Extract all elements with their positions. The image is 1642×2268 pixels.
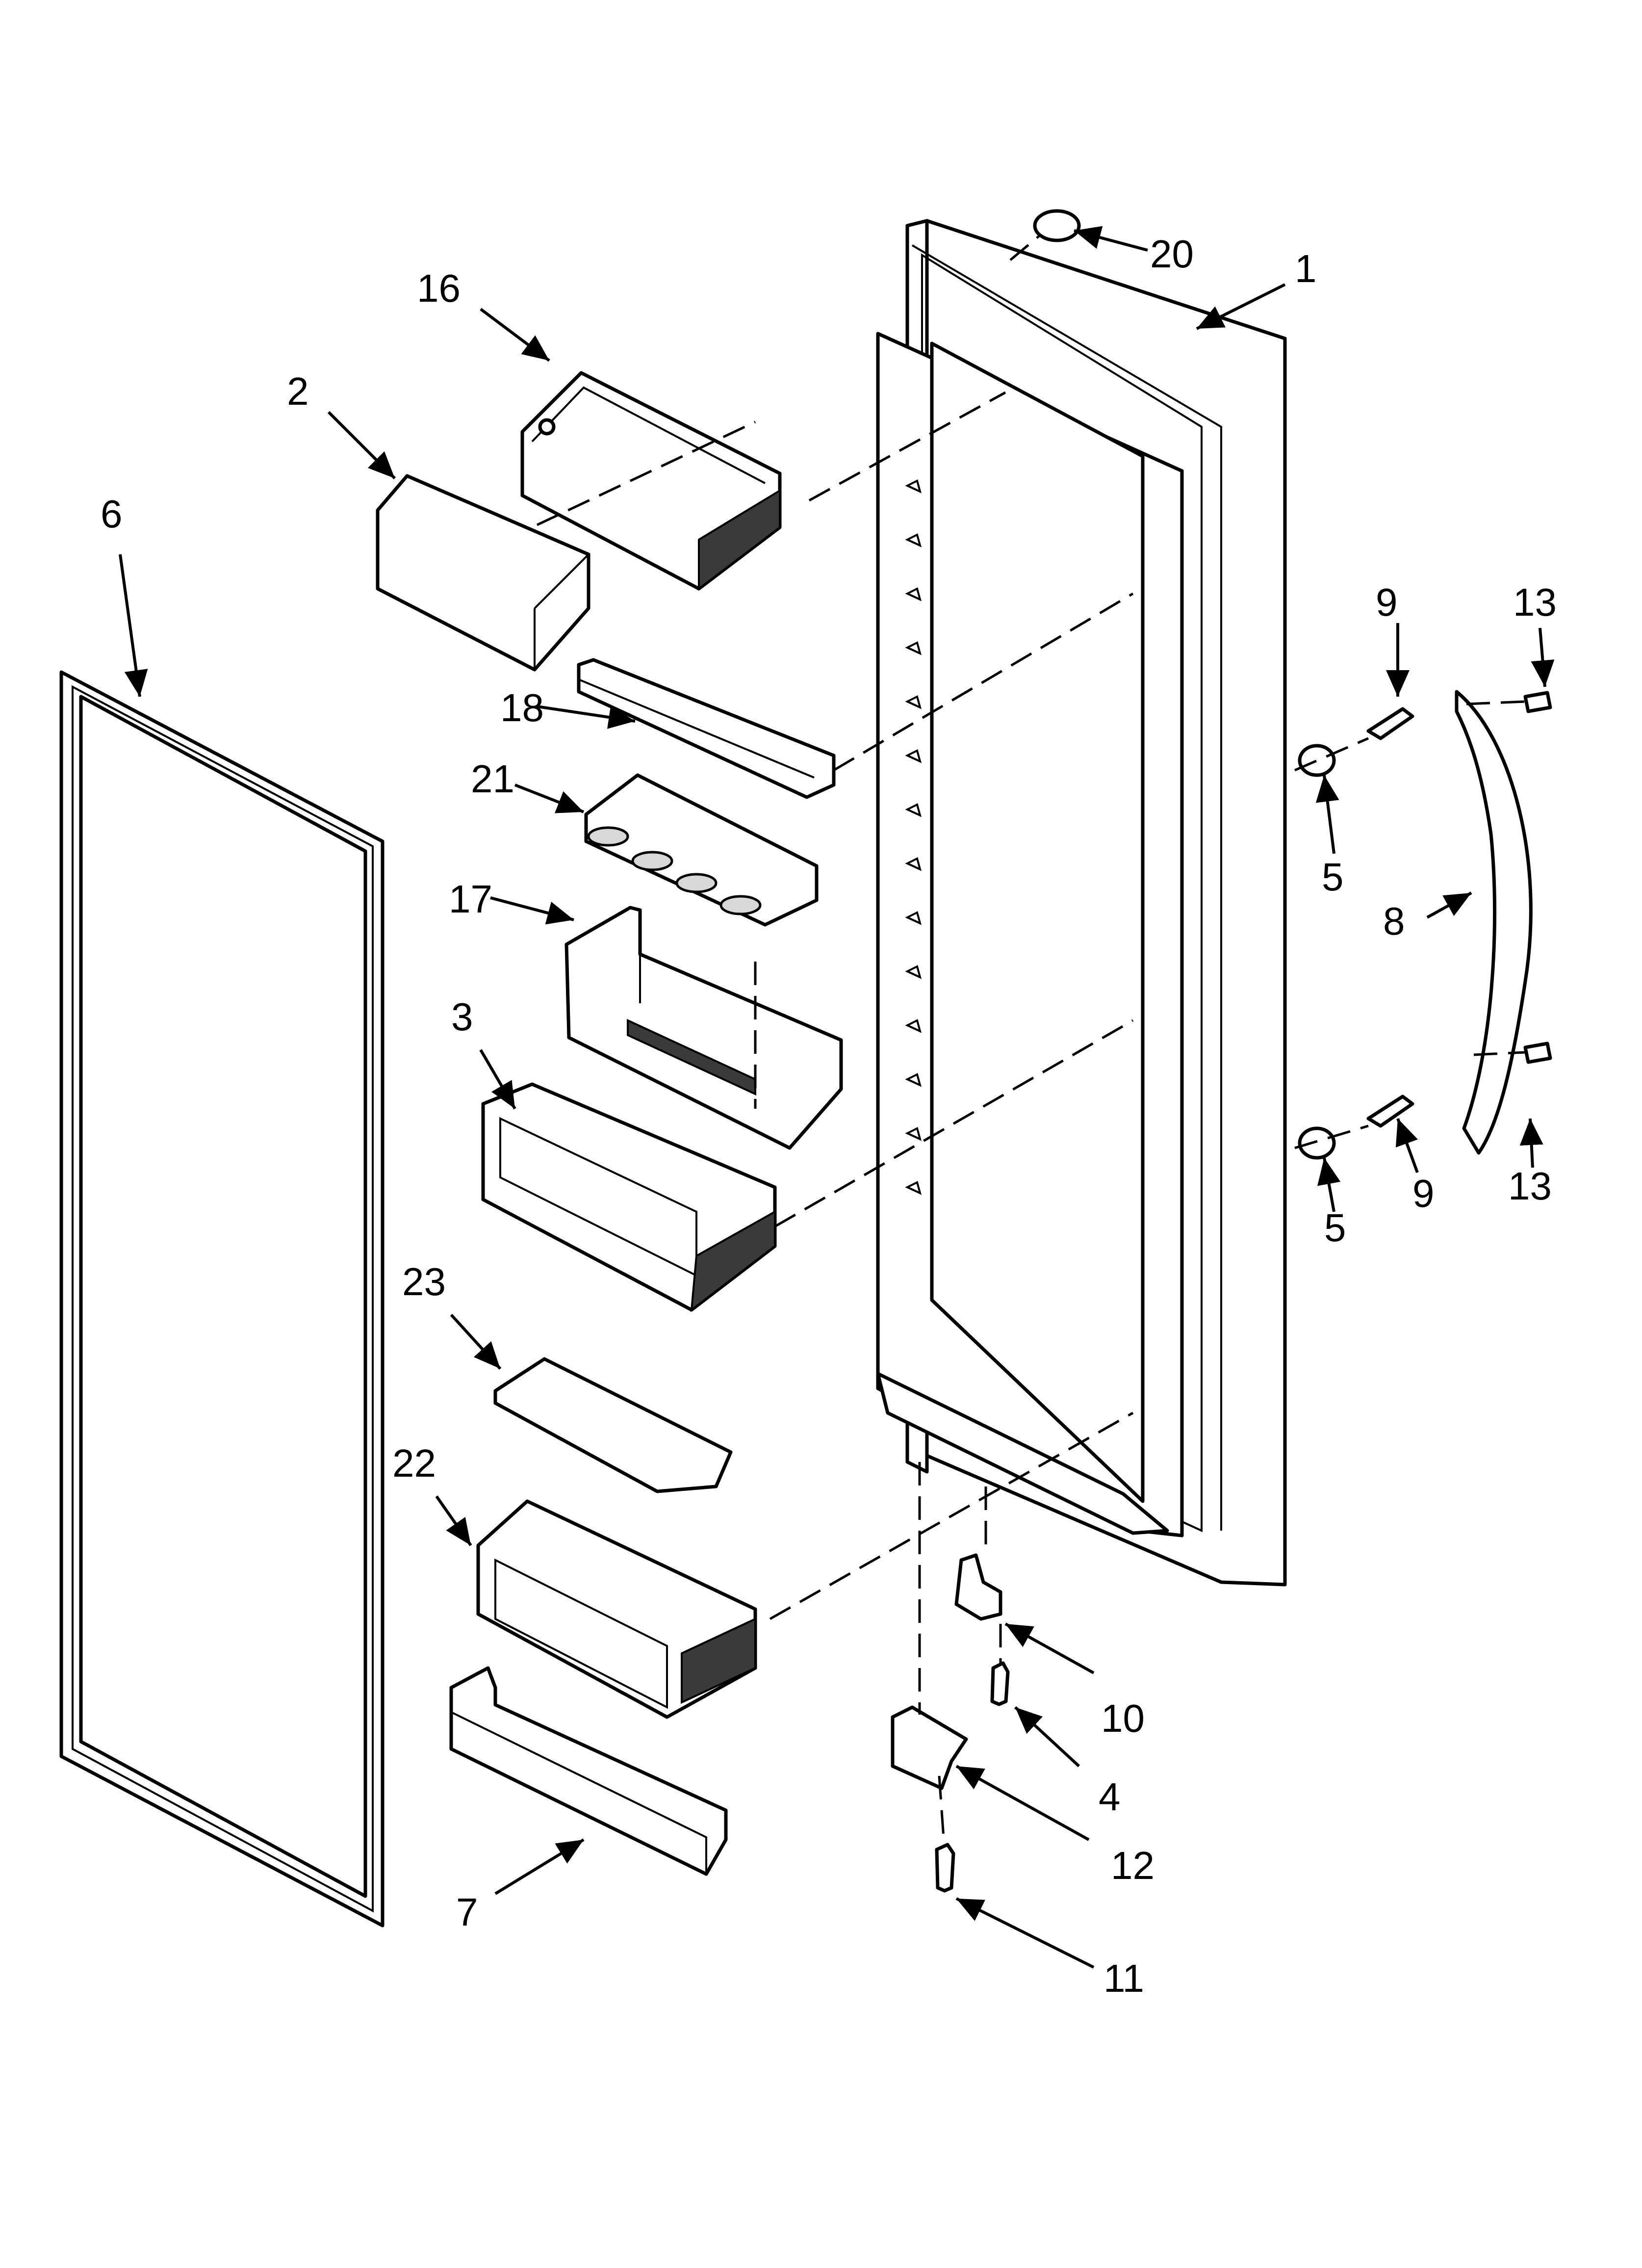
callout-20: 20 xyxy=(1150,232,1194,276)
bottom-bin-part xyxy=(449,1666,728,1876)
callout-23: 23 xyxy=(402,1260,446,1303)
callout-8: 8 xyxy=(1383,899,1405,943)
callout-3: 3 xyxy=(451,995,473,1039)
handle-plug-bottom xyxy=(1523,1042,1552,1064)
door-bin-upper-part xyxy=(564,906,843,1150)
dairy-door-part xyxy=(376,474,590,672)
handle-spacer-top xyxy=(1298,744,1336,777)
callout-11: 11 xyxy=(1103,1956,1144,2000)
door-gasket-part xyxy=(59,670,385,1928)
hinge-bracket-part xyxy=(891,1705,968,1790)
callout-9b: 9 xyxy=(1412,1172,1435,1215)
callout-13b: 13 xyxy=(1508,1164,1552,1208)
callout-22: 22 xyxy=(392,1441,436,1485)
shelf-trim-part xyxy=(577,658,836,799)
callout-13a: 13 xyxy=(1513,580,1557,624)
hinge-part xyxy=(954,1553,1002,1621)
assembly-lines xyxy=(536,235,1526,1845)
callout-7: 7 xyxy=(456,1890,478,1934)
bin-divider-part xyxy=(493,1357,733,1493)
callout-18: 18 xyxy=(500,686,544,730)
callout-labels: 1 2 3 4 5 5 6 7 8 9 9 10 11 12 13 13 16 … xyxy=(101,232,1557,2000)
door-assembly-part xyxy=(876,219,1287,1587)
handle-screw-bottom xyxy=(1366,1095,1414,1128)
handle-screw-top xyxy=(1366,707,1414,740)
callout-1: 1 xyxy=(1295,247,1317,290)
leader-lines xyxy=(119,226,1555,1969)
bracket-screw-part xyxy=(935,1843,955,1893)
handle-plug-top xyxy=(1523,691,1552,713)
handle-spacer-bottom xyxy=(1298,1126,1336,1160)
egg-tray-part xyxy=(584,773,819,927)
callout-2: 2 xyxy=(287,369,309,413)
dairy-housing-part xyxy=(520,371,782,591)
callout-5b: 5 xyxy=(1324,1206,1346,1250)
callout-6: 6 xyxy=(101,492,123,536)
door-bin-lower-part xyxy=(476,1499,757,1719)
callout-9a: 9 xyxy=(1376,580,1398,624)
callout-16: 16 xyxy=(417,266,461,310)
callout-17: 17 xyxy=(449,877,492,921)
hinge-screw-part xyxy=(990,1661,1010,1706)
door-handle-part xyxy=(1455,690,1533,1155)
callout-12: 12 xyxy=(1111,1844,1155,1887)
callout-10: 10 xyxy=(1101,1696,1145,1740)
plug-part xyxy=(1033,209,1081,242)
door-bin-part xyxy=(481,1082,777,1312)
callout-5a: 5 xyxy=(1322,855,1344,899)
callout-21: 21 xyxy=(471,757,514,801)
callout-4: 4 xyxy=(1099,1775,1121,1819)
